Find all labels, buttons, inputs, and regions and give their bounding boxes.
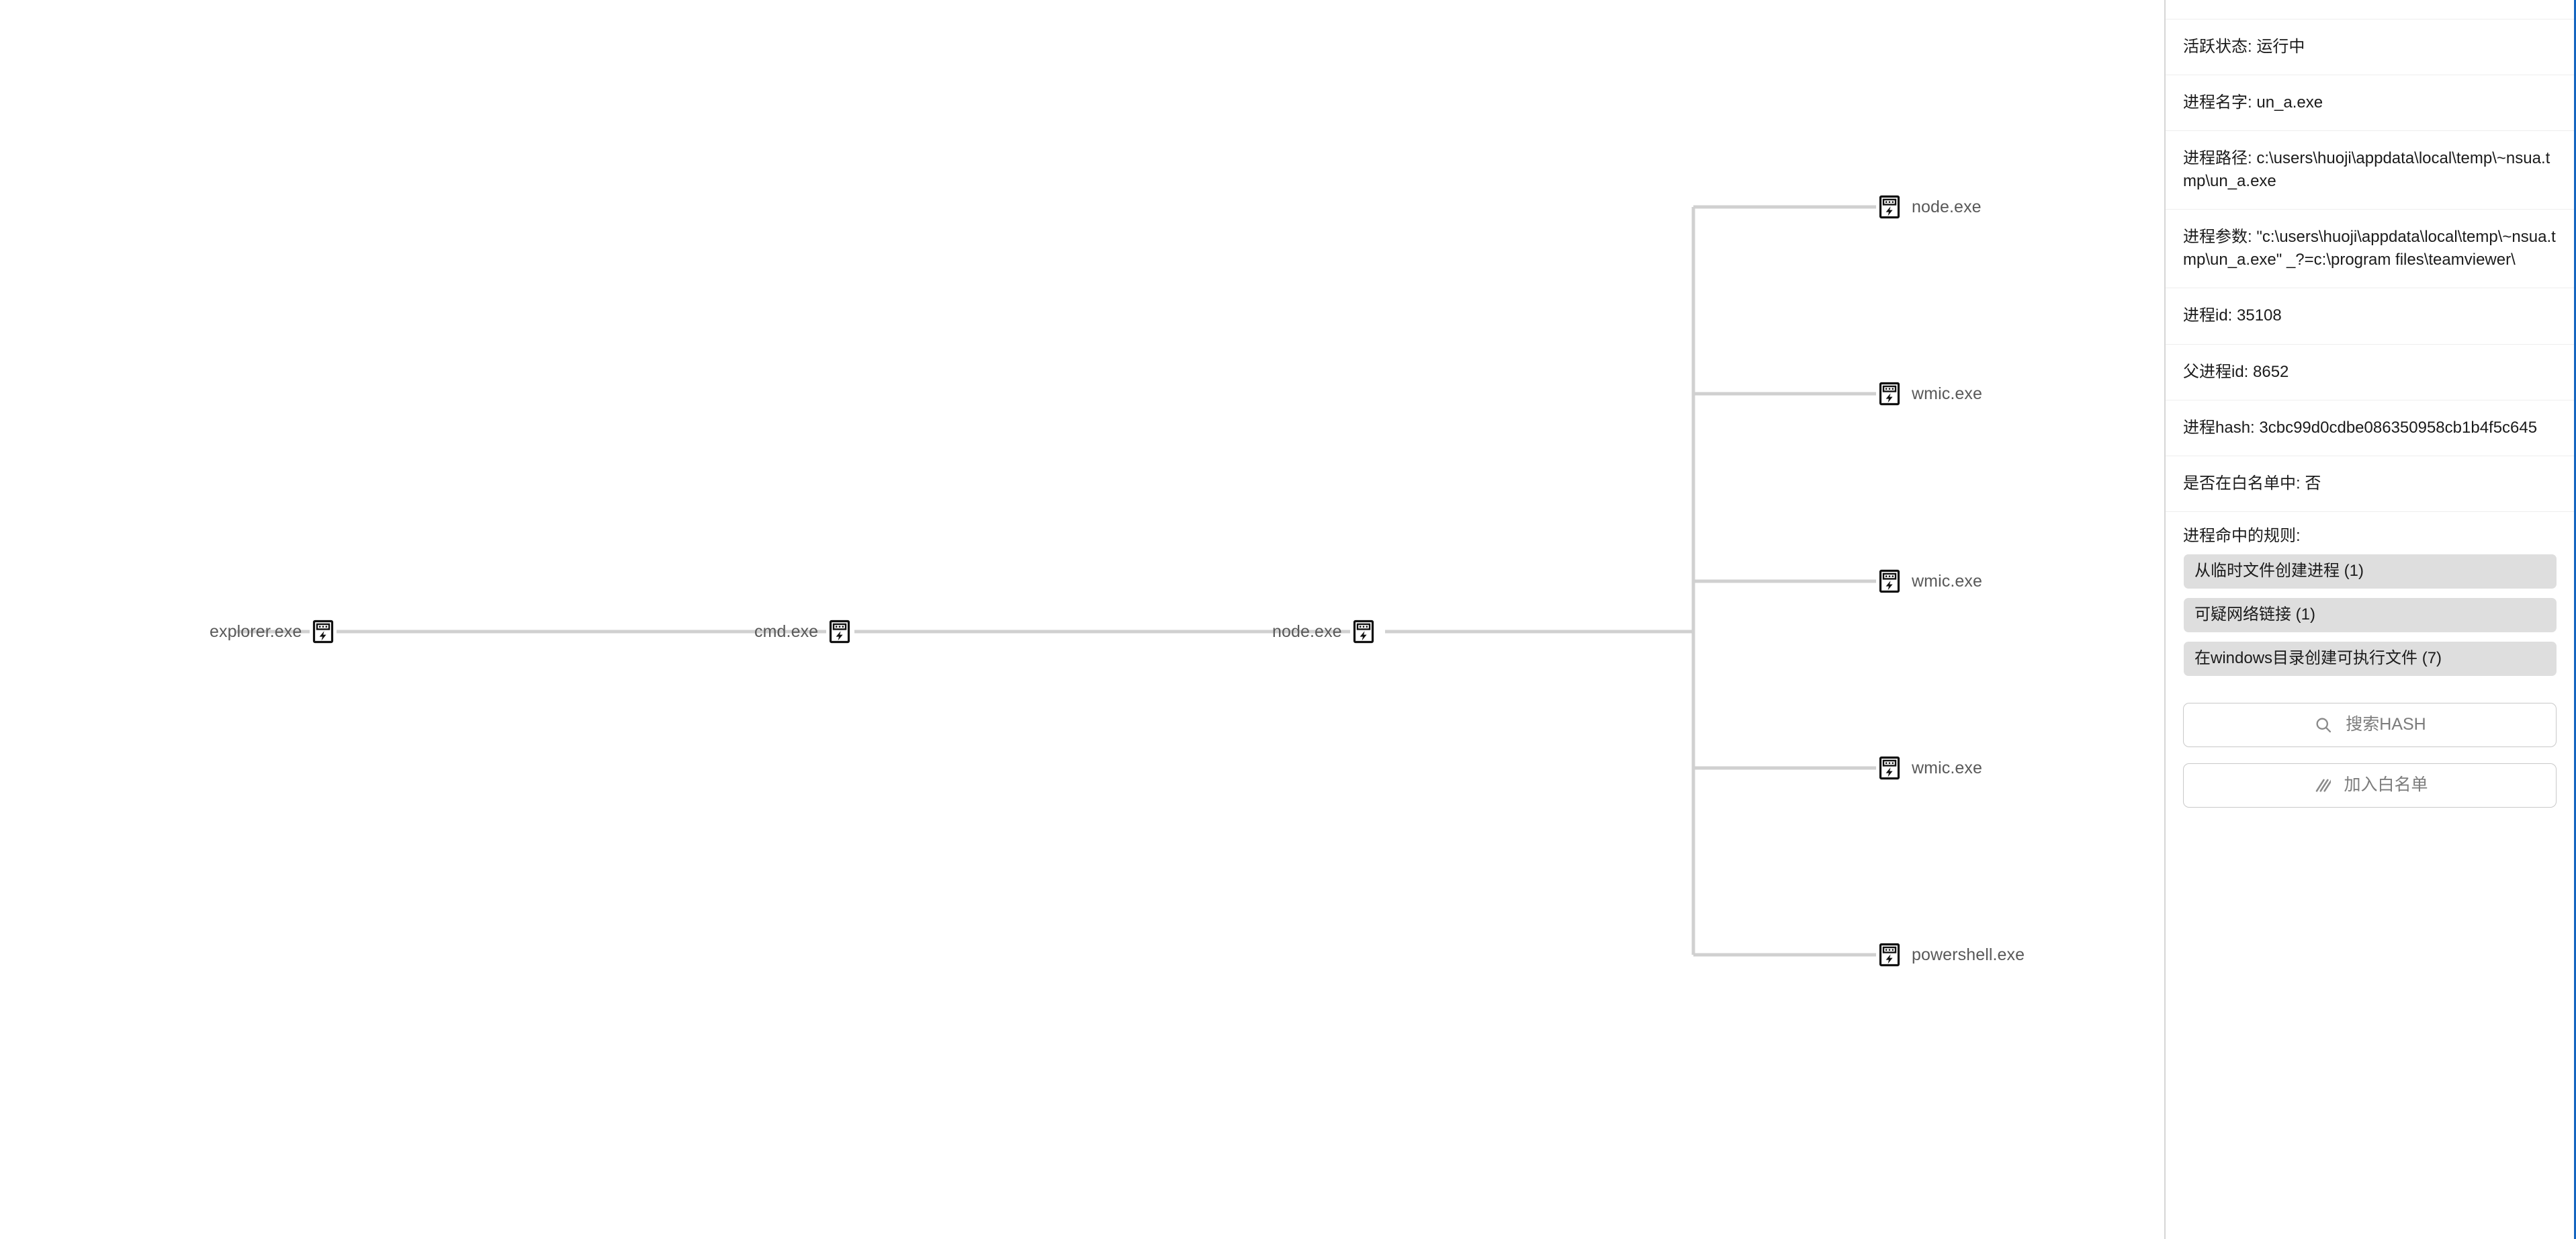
terminal-lightning-icon [310,618,337,645]
sidebar-actions: 搜索HASH 加入白名单 [2166,692,2574,808]
process-tree-canvas[interactable]: explorer.exe cmd.exe [0,0,2164,1239]
detail-key: 活跃状态: [2183,38,2257,56]
detail-value: 运行中 [2256,38,2305,56]
process-node-wmic-3[interactable]: wmic.exe [1876,749,1982,787]
process-node-label: wmic.exe [1912,758,1982,777]
detail-value: 否 [2305,474,2321,493]
detail-value: c:\users\huoji\appdata\local\temp\~nsua.… [2183,149,2550,191]
detail-key: 进程路径: [2183,149,2257,168]
rule-tag-windows-dir-exe[interactable]: 在windows目录创建可执行文件 (7) [2184,641,2557,676]
terminal-lightning-icon [1876,380,1903,407]
process-node-powershell[interactable]: powershell.exe [1876,936,2025,974]
process-node-cmd[interactable]: cmd.exe [754,613,854,650]
process-node-label: explorer.exe [210,622,302,641]
process-node-node-mid[interactable]: node.exe [1272,613,1377,650]
terminal-lightning-icon [1876,568,1903,595]
detail-key: 进程名字: [2183,93,2257,112]
process-node-wmic-1[interactable]: wmic.exe [1876,375,1982,413]
terminal-lightning-icon [1876,941,1903,968]
detail-value: 8652 [2253,362,2289,381]
process-node-explorer[interactable]: explorer.exe [210,613,337,650]
process-node-label: cmd.exe [754,622,819,641]
process-node-wmic-2[interactable]: wmic.exe [1876,562,1982,600]
process-detail-sidebar: 活跃状态: 运行中 进程名字: un_a.exe 进程路径: c:\users\… [2164,0,2576,1239]
detail-key: 进程id: [2183,306,2237,325]
search-hash-label: 搜索HASH [2346,715,2426,734]
detail-key: 进程参数: [2183,228,2257,247]
terminal-lightning-icon [1349,618,1377,645]
terminal-lightning-icon [826,618,854,645]
process-node-label: wmic.exe [1912,384,1982,403]
stripes-icon [2311,775,2331,796]
terminal-lightning-icon [1876,755,1903,781]
add-whitelist-button[interactable]: 加入白名单 [2183,763,2557,808]
matched-rules-section: 进程命中的规则: 从临时文件创建进程 (1) 可疑网络链接 (1) 在windo… [2166,511,2574,692]
detail-key: 进程hash: [2183,418,2260,437]
rule-tag-suspicious-network[interactable]: 可疑网络链接 (1) [2184,597,2557,632]
matched-rules-title: 进程命中的规则: [2183,526,2301,545]
detail-row-process-name: 进程名字: un_a.exe [2166,75,2574,130]
terminal-lightning-icon [1876,194,1903,220]
detail-row-in-whitelist: 是否在白名单中: 否 [2166,455,2574,511]
process-node-label: node.exe [1912,197,1982,216]
detail-value: "c:\users\huoji\appdata\local\temp\~nsua… [2183,228,2556,269]
detail-key: 是否在白名单中: [2183,474,2305,493]
detail-value: un_a.exe [2256,93,2323,112]
detail-row-process-path: 进程路径: c:\users\huoji\appdata\local\temp\… [2166,130,2574,209]
rule-tag-temp-file-process[interactable]: 从临时文件创建进程 (1) [2184,554,2557,589]
search-hash-button[interactable]: 搜索HASH [2183,702,2557,747]
detail-value: 3cbc99d0cdbe086350958cb1b4f5c645 [2259,418,2538,437]
detail-row-parent-process-id: 父进程id: 8652 [2166,343,2574,400]
process-detail-list: 活跃状态: 运行中 进程名字: un_a.exe 进程路径: c:\users\… [2166,19,2574,824]
detail-key: 父进程id: [2183,362,2254,381]
process-node-label: powershell.exe [1912,945,2025,964]
search-icon [2313,715,2334,735]
detail-row-process-id: 进程id: 35108 [2166,288,2574,343]
add-whitelist-label: 加入白名单 [2344,775,2428,795]
process-node-label: wmic.exe [1912,571,1982,591]
detail-value: 35108 [2237,306,2282,325]
process-tree-edges [236,205,1890,957]
detail-row-process-args: 进程参数: "c:\users\huoji\appdata\local\temp… [2166,209,2574,288]
detail-row-active-status: 活跃状态: 运行中 [2166,19,2574,75]
process-node-node-leaf[interactable]: node.exe [1876,188,1982,226]
process-node-label: node.exe [1272,622,1342,641]
detail-row-process-hash: 进程hash: 3cbc99d0cdbe086350958cb1b4f5c645 [2166,399,2574,456]
